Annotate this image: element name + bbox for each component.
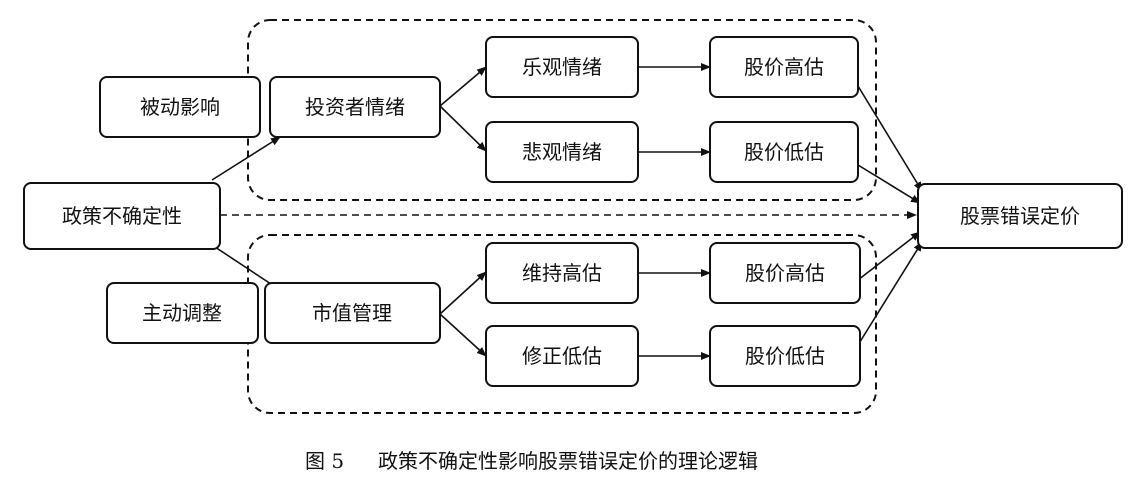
node-investor-sentiment: 投资者情绪 (269, 76, 441, 138)
node-price-low-1: 股价低估 (709, 121, 859, 183)
figure-caption: 图 5 政策不确定性影响股票错误定价的理论逻辑 (305, 449, 758, 473)
arrow-sentiment-to-pessimistic (439, 105, 487, 152)
node-optimistic-label: 乐观情绪 (522, 55, 602, 79)
arrow-price-high-2-to-mispricing (857, 231, 921, 281)
node-correct-low-label: 修正低估 (522, 344, 602, 368)
node-policy-uncertainty-label: 政策不确定性 (62, 204, 182, 228)
node-mispricing: 股票错误定价 (917, 183, 1123, 249)
node-price-high-1: 股价高估 (709, 36, 859, 98)
market-value-management-group (247, 234, 877, 414)
node-passive: 被动影响 (99, 76, 261, 138)
arrow-sentiment-to-optimistic (439, 66, 487, 107)
node-passive-label: 被动影响 (140, 95, 220, 119)
node-active: 主动调整 (106, 282, 259, 344)
node-price-high-2-label: 股价高估 (745, 261, 825, 285)
node-pessimistic: 悲观情绪 (485, 121, 639, 183)
node-market-value-mgmt-label: 市值管理 (312, 301, 392, 325)
node-policy-uncertainty: 政策不确定性 (23, 182, 221, 250)
node-price-low-2: 股价低估 (709, 325, 861, 387)
caption-title: 政策不确定性影响股票错误定价的理论逻辑 (378, 449, 758, 473)
node-active-label: 主动调整 (142, 301, 222, 325)
arrow-policy-to-investor-sentiment (211, 136, 281, 181)
arrow-mvm-to-maintain-high (439, 271, 487, 315)
node-correct-low: 修正低估 (485, 325, 639, 387)
node-maintain-high-label: 维持高估 (522, 261, 602, 285)
node-price-high-2: 股价高估 (709, 242, 861, 304)
node-investor-sentiment-label: 投资者情绪 (305, 95, 405, 119)
node-price-low-1-label: 股价低估 (744, 140, 824, 164)
arrow-policy-to-market-value-mgmt (211, 244, 281, 291)
arrow-mvm-to-correct-low (439, 313, 487, 357)
investor-sentiment-group (247, 19, 877, 201)
node-price-high-1-label: 股价高估 (744, 55, 824, 79)
connectors (211, 63, 923, 360)
arrow-price-high-1-to-mispricing (857, 85, 923, 192)
arrow-price-low-1-to-mispricing (857, 164, 921, 204)
node-pessimistic-label: 悲观情绪 (522, 140, 602, 164)
arrow-price-low-2-to-mispricing (857, 241, 923, 346)
node-market-value-mgmt: 市值管理 (264, 282, 441, 344)
node-optimistic: 乐观情绪 (485, 36, 639, 98)
node-price-low-2-label: 股价低估 (745, 344, 825, 368)
caption-figure-number: 图 5 (305, 449, 344, 473)
node-mispricing-label: 股票错误定价 (960, 204, 1080, 228)
node-maintain-high: 维持高估 (485, 242, 639, 304)
